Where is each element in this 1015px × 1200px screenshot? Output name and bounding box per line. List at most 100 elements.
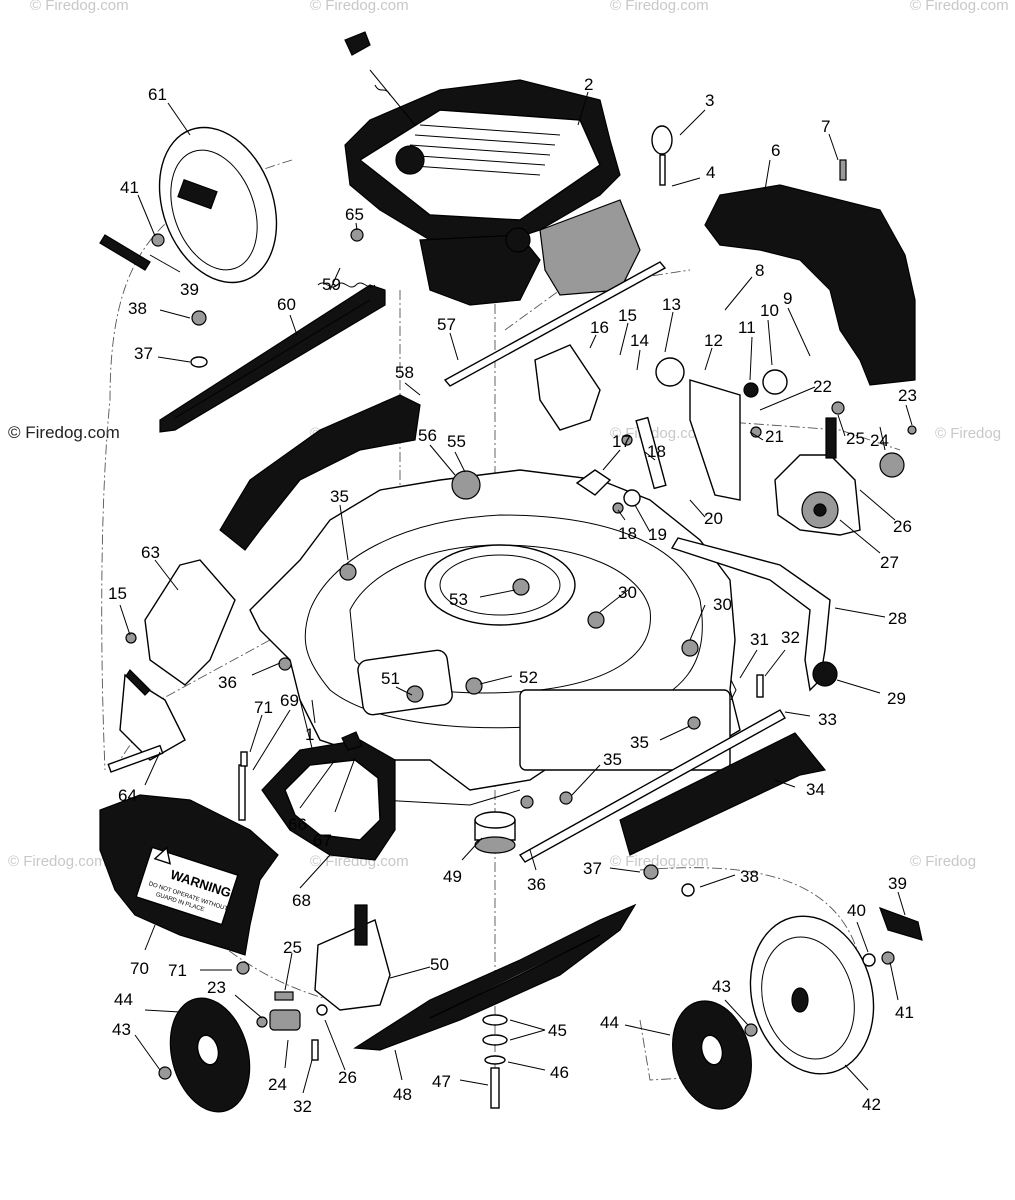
callout-number: 25 <box>283 938 302 957</box>
callout-number: 47 <box>432 1072 451 1091</box>
mulch-plug <box>261 739 396 861</box>
callout-number: 22 <box>813 377 832 396</box>
callout-number: 24 <box>870 431 889 450</box>
callout-number: 23 <box>207 978 226 997</box>
callout-number: 36 <box>218 673 237 692</box>
callout-number: 25 <box>846 429 865 448</box>
engine <box>344 31 641 306</box>
callout-number: 43 <box>712 977 731 996</box>
watermark-text: © Firedog.com <box>30 0 129 14</box>
callout-number: 61 <box>148 85 167 104</box>
callout-number: 35 <box>603 750 622 769</box>
handle-left <box>99 234 151 271</box>
callout-number: 18 <box>647 442 666 461</box>
bracket-left <box>144 559 236 686</box>
watermark-text: © Firedog.com <box>610 425 709 442</box>
front-bumper <box>619 732 827 856</box>
warning-shield: WARNING DO NOT OPERATE WITHOUT GUARD IN … <box>99 794 279 956</box>
callout-number: 13 <box>662 295 681 314</box>
callout-number: 19 <box>648 525 667 544</box>
watermark-text: © Firedog.com <box>610 0 709 14</box>
callout-number: 14 <box>630 331 649 350</box>
callout-number: 36 <box>527 875 546 894</box>
callout-number: 67 <box>313 831 332 850</box>
callout-number: 39 <box>180 280 199 299</box>
callout-number: 42 <box>862 1095 881 1114</box>
callout-number: 71 <box>168 961 187 980</box>
callout-number: 50 <box>430 955 449 974</box>
callout-number: 28 <box>888 609 907 628</box>
callout-number: 16 <box>590 318 609 337</box>
callout-number: 30 <box>618 583 637 602</box>
callout-number: 59 <box>322 275 341 294</box>
callout-number: 71 <box>254 698 273 717</box>
callout-number: 18 <box>618 524 637 543</box>
callout-number: 45 <box>548 1021 567 1040</box>
front-axle <box>518 709 786 863</box>
callout-number: 38 <box>740 867 759 886</box>
rear-wheel-left <box>158 126 278 284</box>
callout-number: 58 <box>395 363 414 382</box>
rear-shield <box>704 184 916 386</box>
watermarks: © Firedog.com © Firedog.com © Firedog.co… <box>8 0 1009 870</box>
callout-number: 27 <box>880 553 899 572</box>
rear-flap <box>219 394 421 551</box>
watermark-side-text: © Firedog.com <box>8 423 120 442</box>
callout-number: 37 <box>583 859 602 878</box>
callout-number: 15 <box>108 584 127 603</box>
callout-number: 35 <box>630 733 649 752</box>
callout-number: 49 <box>443 867 462 886</box>
callout-number: 60 <box>277 295 296 314</box>
height-adjuster-right <box>534 344 741 501</box>
drive-belt <box>670 537 838 692</box>
callout-number: 41 <box>120 178 139 197</box>
callout-number: 37 <box>134 344 153 363</box>
callout-number: 69 <box>280 691 299 710</box>
callout-number: 26 <box>893 517 912 536</box>
watermark-text: © Firedog.com <box>310 853 409 870</box>
callout-number: 46 <box>550 1063 569 1082</box>
callout-number: 66 <box>288 815 307 834</box>
leader-lines <box>119 91 913 1094</box>
callout-number: 56 <box>418 426 437 445</box>
callout-number: 4 <box>706 163 715 182</box>
callout-number: 53 <box>449 590 468 609</box>
callout-number: 24 <box>268 1075 287 1094</box>
callout-number: 68 <box>292 891 311 910</box>
callout-number: 32 <box>781 628 800 647</box>
callout-numbers: 61 2 3 4 6 7 41 65 39 38 60 59 57 8 13 1… <box>108 75 917 1116</box>
callout-number: 57 <box>437 315 456 334</box>
callout-number: 31 <box>750 630 769 649</box>
callout-number: 70 <box>130 959 149 978</box>
callout-number: 55 <box>447 432 466 451</box>
callout-number: 51 <box>381 669 400 688</box>
small-parts <box>125 125 923 1080</box>
callout-number: 44 <box>114 990 133 1009</box>
watermark-side-text-right: © Firedog <box>935 425 1001 442</box>
callout-number: 38 <box>128 299 147 318</box>
back-door-bracket <box>159 284 386 433</box>
watermark-text: © Firedog.com <box>310 0 409 14</box>
engine-cooling-fins <box>399 124 561 176</box>
watermark-side-text-right: © Firedog <box>910 853 976 870</box>
callout-number: 17 <box>612 432 631 451</box>
callout-number: 44 <box>600 1013 619 1032</box>
callout-number: 15 <box>618 306 637 325</box>
hubcap-right <box>672 1000 752 1110</box>
callout-number: 20 <box>704 509 723 528</box>
callout-number: 32 <box>293 1097 312 1116</box>
gear-plate <box>774 417 861 536</box>
callout-number: 2 <box>584 75 593 94</box>
hubcap-left <box>169 997 251 1113</box>
callout-number: 26 <box>338 1068 357 1087</box>
callout-number: 34 <box>806 780 825 799</box>
callout-number: 9 <box>783 289 792 308</box>
axle-rod <box>443 261 667 387</box>
callout-number: 52 <box>519 668 538 687</box>
front-drive-assembly <box>269 904 391 1031</box>
callout-number: 1 <box>305 725 314 744</box>
callout-number: 3 <box>705 91 714 110</box>
watermark-text: © Firedog.com <box>610 853 709 870</box>
blade-bolt <box>482 1014 508 1109</box>
